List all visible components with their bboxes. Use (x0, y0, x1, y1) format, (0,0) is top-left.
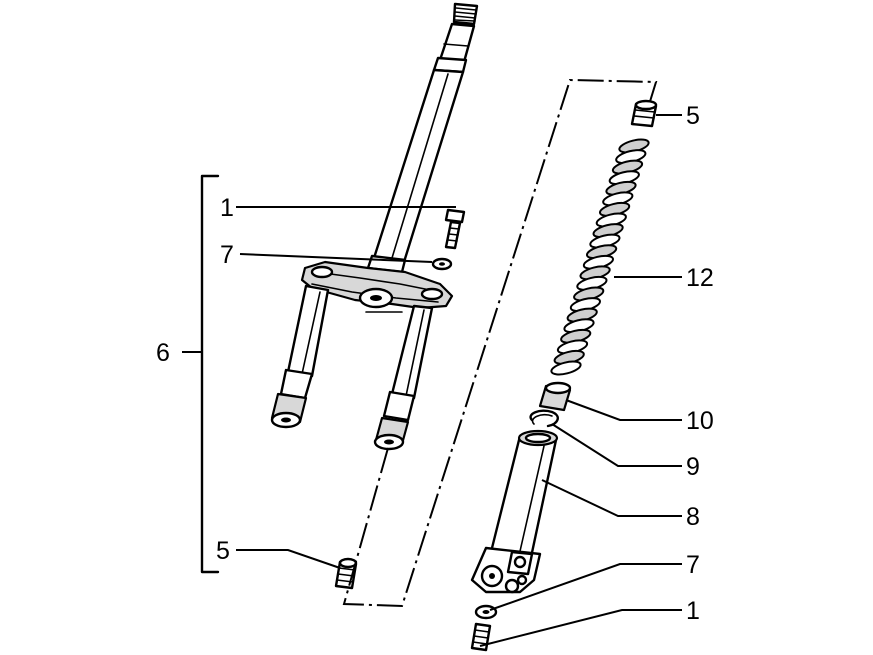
callout-1-right: 1 (686, 597, 700, 625)
steering-tube (366, 2, 479, 274)
assembly-bracket (182, 174, 220, 574)
fork-crown (300, 260, 454, 313)
callout-7-right: 7 (686, 551, 700, 579)
bushing-right (630, 99, 658, 128)
screw-right (470, 622, 492, 652)
callout-5-right: 5 (686, 102, 700, 130)
circlip (529, 409, 559, 428)
coil-spring (550, 138, 650, 376)
callout-5-left: 5 (216, 537, 230, 565)
callout-12: 12 (686, 264, 714, 292)
callout-7-left: 7 (220, 241, 234, 269)
spring-seat (538, 381, 572, 412)
assembly-centerline (342, 78, 658, 608)
callout-labels: 1 7 6 5 5 12 10 9 8 7 1 (156, 102, 714, 625)
callout-8: 8 (686, 503, 700, 531)
washer-right (474, 604, 498, 620)
callout-1-left: 1 (220, 194, 234, 222)
left-fork-leg (270, 284, 330, 429)
screw-left (444, 208, 466, 250)
spring-coil (550, 360, 582, 376)
callout-9: 9 (686, 453, 700, 481)
right-fork-leg (373, 304, 434, 451)
callout-10: 10 (686, 407, 714, 435)
leader-lines (236, 114, 682, 647)
washer-left (431, 257, 453, 271)
callout-6: 6 (156, 339, 170, 367)
fork-slider (470, 429, 559, 594)
